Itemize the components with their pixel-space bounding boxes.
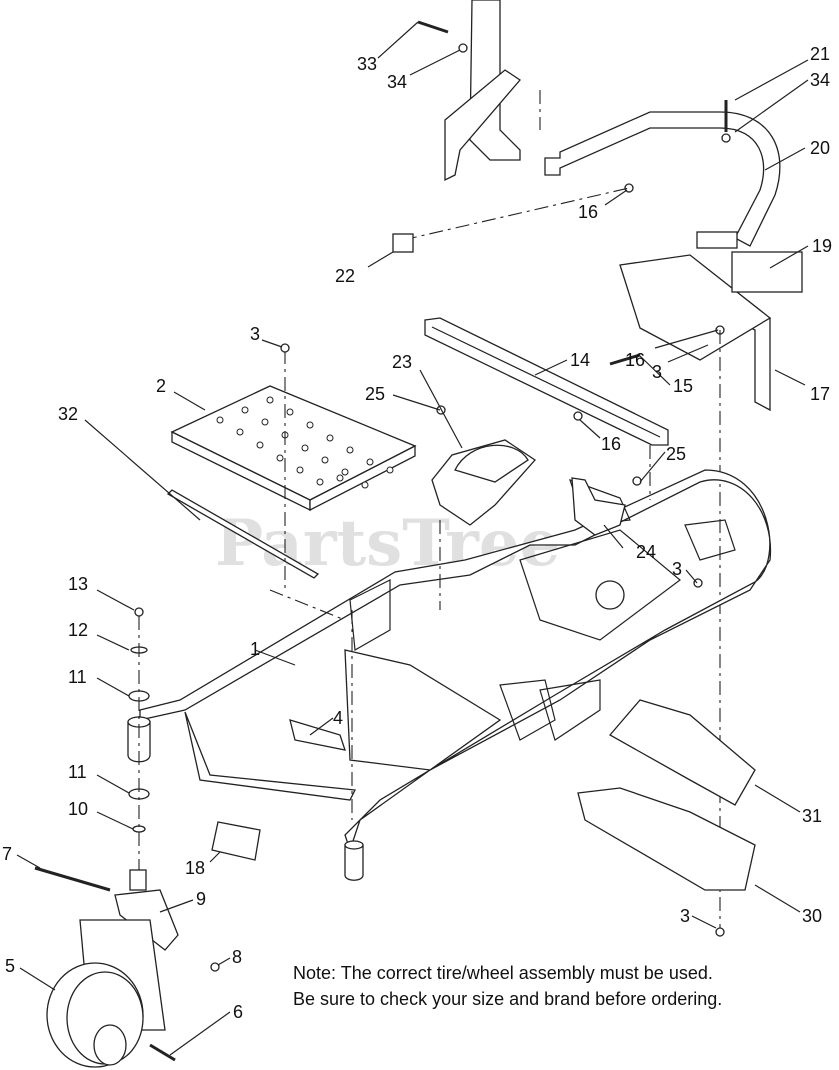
callout-20: 20 xyxy=(810,138,830,158)
callout-10: 10 xyxy=(68,799,88,819)
callout-11: 11 xyxy=(68,762,87,782)
step-plate xyxy=(571,476,642,536)
decal-18 xyxy=(211,821,261,861)
callout-23: 23 xyxy=(392,352,412,372)
note-line-1: Note: The correct tire/wheel assembly mu… xyxy=(293,963,713,983)
watermark: PartsTree xyxy=(215,506,560,581)
callout-33: 33 xyxy=(357,54,377,74)
callout-11: 11 xyxy=(68,667,87,687)
callout-30: 32 xyxy=(58,404,78,424)
callout-14: 14 xyxy=(570,350,590,370)
callout-12: 12 xyxy=(68,620,88,640)
seal-strip xyxy=(166,489,320,579)
callout-5: 5 xyxy=(5,956,15,976)
callout-3: 3 xyxy=(680,906,690,926)
callout-3: 3 xyxy=(672,559,682,579)
callout-15: 15 xyxy=(673,376,693,396)
callout-16: 16 xyxy=(578,202,598,222)
wheel-assembly-note: Note: The correct tire/wheel assembly mu… xyxy=(293,960,722,1012)
note-line-2: Be sure to check your size and brand bef… xyxy=(293,989,723,1009)
handle-bar xyxy=(544,100,781,249)
callout-24: 24 xyxy=(636,542,656,562)
callout-7: 7 xyxy=(2,844,12,864)
callout-21: 21 xyxy=(810,44,830,64)
callout-4: 4 xyxy=(333,708,343,728)
decal-4 xyxy=(289,719,346,751)
callout-labels: 33 34 21 34 20 16 22 19 16 3 17 14 15 16… xyxy=(2,44,832,1022)
seat-rail xyxy=(424,317,669,446)
callout-31: 31 xyxy=(802,806,822,826)
callout-34: 34 xyxy=(387,72,407,92)
floor-pan xyxy=(170,385,417,512)
callout-34: 34 xyxy=(810,70,830,90)
bolt-33 xyxy=(417,20,468,53)
callout-1: 1 xyxy=(250,639,260,659)
caster-tube xyxy=(127,607,364,881)
callout-25: 25 xyxy=(666,444,686,464)
callout-8: 8 xyxy=(232,947,242,967)
side-shield-32 xyxy=(577,787,756,891)
callout-16: 16 xyxy=(625,350,645,370)
bumper-22 xyxy=(392,233,414,253)
callout-25: 25 xyxy=(365,384,385,404)
seat-mount-bracket xyxy=(444,0,541,182)
callout-18: 18 xyxy=(185,858,205,878)
callout-17: 17 xyxy=(810,384,830,404)
callout-2: 2 xyxy=(156,376,166,396)
side-shield-31 xyxy=(608,699,756,806)
caster-wheel xyxy=(46,962,176,1068)
callout-3: 3 xyxy=(652,362,662,382)
callout-16: 16 xyxy=(601,434,621,454)
leader-lines xyxy=(16,21,809,1056)
callout-19: 19 xyxy=(812,236,832,256)
callout-6: 6 xyxy=(233,1002,243,1022)
main-frame xyxy=(139,469,772,853)
callout-13: 13 xyxy=(68,574,88,594)
vent-cover xyxy=(431,405,536,526)
callout-3: 3 xyxy=(250,324,260,344)
callout-9: 9 xyxy=(196,889,206,909)
callout-22: 22 xyxy=(335,266,355,286)
control-plate xyxy=(619,251,803,412)
callout-32: 30 xyxy=(802,906,822,926)
